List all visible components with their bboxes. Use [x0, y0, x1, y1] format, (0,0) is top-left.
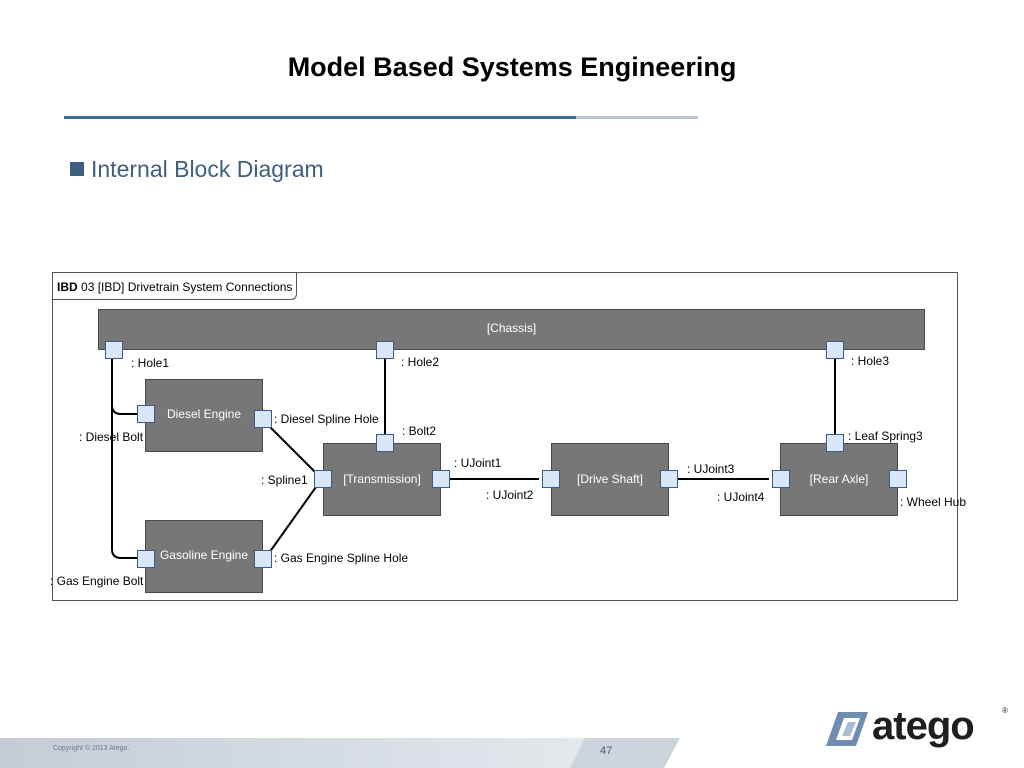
- port-ujoint1: [432, 470, 450, 488]
- block-diesel-engine: Diesel Engine: [145, 379, 263, 452]
- diagram-name: 03 [IBD] Drivetrain System Connections: [81, 280, 293, 294]
- diagram-kind: IBD: [57, 280, 78, 294]
- atego-logo-registered: ®: [1002, 706, 1008, 715]
- block-drive-shaft-label: [Drive Shaft]: [576, 472, 644, 486]
- port-leaf-spring3: [826, 434, 844, 452]
- bullet-text: Internal Block Diagram: [91, 155, 324, 182]
- port-diesel-spline-hole: [254, 410, 272, 428]
- label-diesel-bolt: : Diesel Bolt: [79, 430, 144, 444]
- block-rear-axle: [Rear Axle]: [780, 443, 898, 516]
- block-gasoline-engine: Gasoline Engine: [145, 520, 263, 593]
- footer-band: [0, 738, 680, 768]
- label-bolt2: : Bolt2: [402, 424, 437, 438]
- label-ujoint1: : UJoint1: [454, 456, 502, 470]
- block-chassis: [Chassis]: [98, 309, 925, 350]
- block-transmission-label: [Transmission]: [343, 472, 421, 486]
- connector-gas-spline: [268, 486, 317, 554]
- label-ujoint4: : UJoint4: [717, 490, 765, 504]
- bullet-item: Internal Block Diagram: [70, 154, 324, 184]
- port-ujoint3: [660, 470, 678, 488]
- connector-hole1-gas-bolt: [111, 357, 139, 559]
- label-leaf-spring3: : Leaf Spring3: [848, 429, 923, 443]
- label-wheel-hub: : Wheel Hub: [900, 495, 967, 509]
- title-divider-light: [576, 116, 698, 119]
- title-divider: [64, 116, 576, 119]
- port-hole1: [105, 341, 123, 359]
- label-hole2: : Hole2: [401, 355, 440, 369]
- block-rear-axle-label: [Rear Axle]: [809, 472, 869, 486]
- label-hole3: : Hole3: [851, 354, 890, 368]
- port-wheel-hub: [889, 470, 907, 488]
- port-hole2: [376, 341, 394, 359]
- diagram-frame-tab: IBD 03 [IBD] Drivetrain System Connectio…: [53, 273, 298, 300]
- atego-logo-text: atego: [872, 704, 975, 748]
- port-spline1: [314, 470, 332, 488]
- ibd-diagram-frame: IBD 03 [IBD] Drivetrain System Connectio…: [50, 272, 966, 601]
- atego-logo-mark-icon: [826, 712, 868, 746]
- port-ujoint4: [772, 470, 790, 488]
- block-gasoline-engine-label: Gasoline Engine: [159, 548, 249, 562]
- page-number: 47: [600, 745, 613, 757]
- label-ujoint3: : UJoint3: [687, 462, 735, 476]
- slide-title: Model Based Systems Engineering: [287, 52, 737, 82]
- block-transmission: [Transmission]: [323, 443, 441, 516]
- port-gas-spline-hole: [254, 550, 272, 568]
- block-diesel-engine-label: Diesel Engine: [166, 407, 242, 421]
- connector-lines: [111, 357, 836, 559]
- label-gas-spline-hole: : Gas Engine Spline Hole: [274, 551, 409, 565]
- label-gas-engine-bolt: : Gas Engine Bolt: [50, 574, 144, 588]
- block-drive-shaft: [Drive Shaft]: [551, 443, 669, 516]
- copyright-text: Copyright © 2013 Atego.: [53, 745, 130, 752]
- label-spline1: : Spline1: [261, 473, 308, 487]
- atego-logo: atego ®: [826, 704, 1012, 752]
- bullet-square-icon: [70, 162, 84, 176]
- port-bolt2: [376, 434, 394, 452]
- port-hole3: [826, 341, 844, 359]
- port-diesel-bolt: [137, 405, 155, 423]
- port-gas-engine-bolt: [137, 550, 155, 568]
- port-ujoint2: [542, 470, 560, 488]
- connector-diesel-spline: [268, 425, 317, 474]
- label-hole1: : Hole1: [131, 356, 170, 370]
- label-diesel-spline-hole: : Diesel Spline Hole: [274, 412, 379, 426]
- label-ujoint2: : UJoint2: [486, 488, 534, 502]
